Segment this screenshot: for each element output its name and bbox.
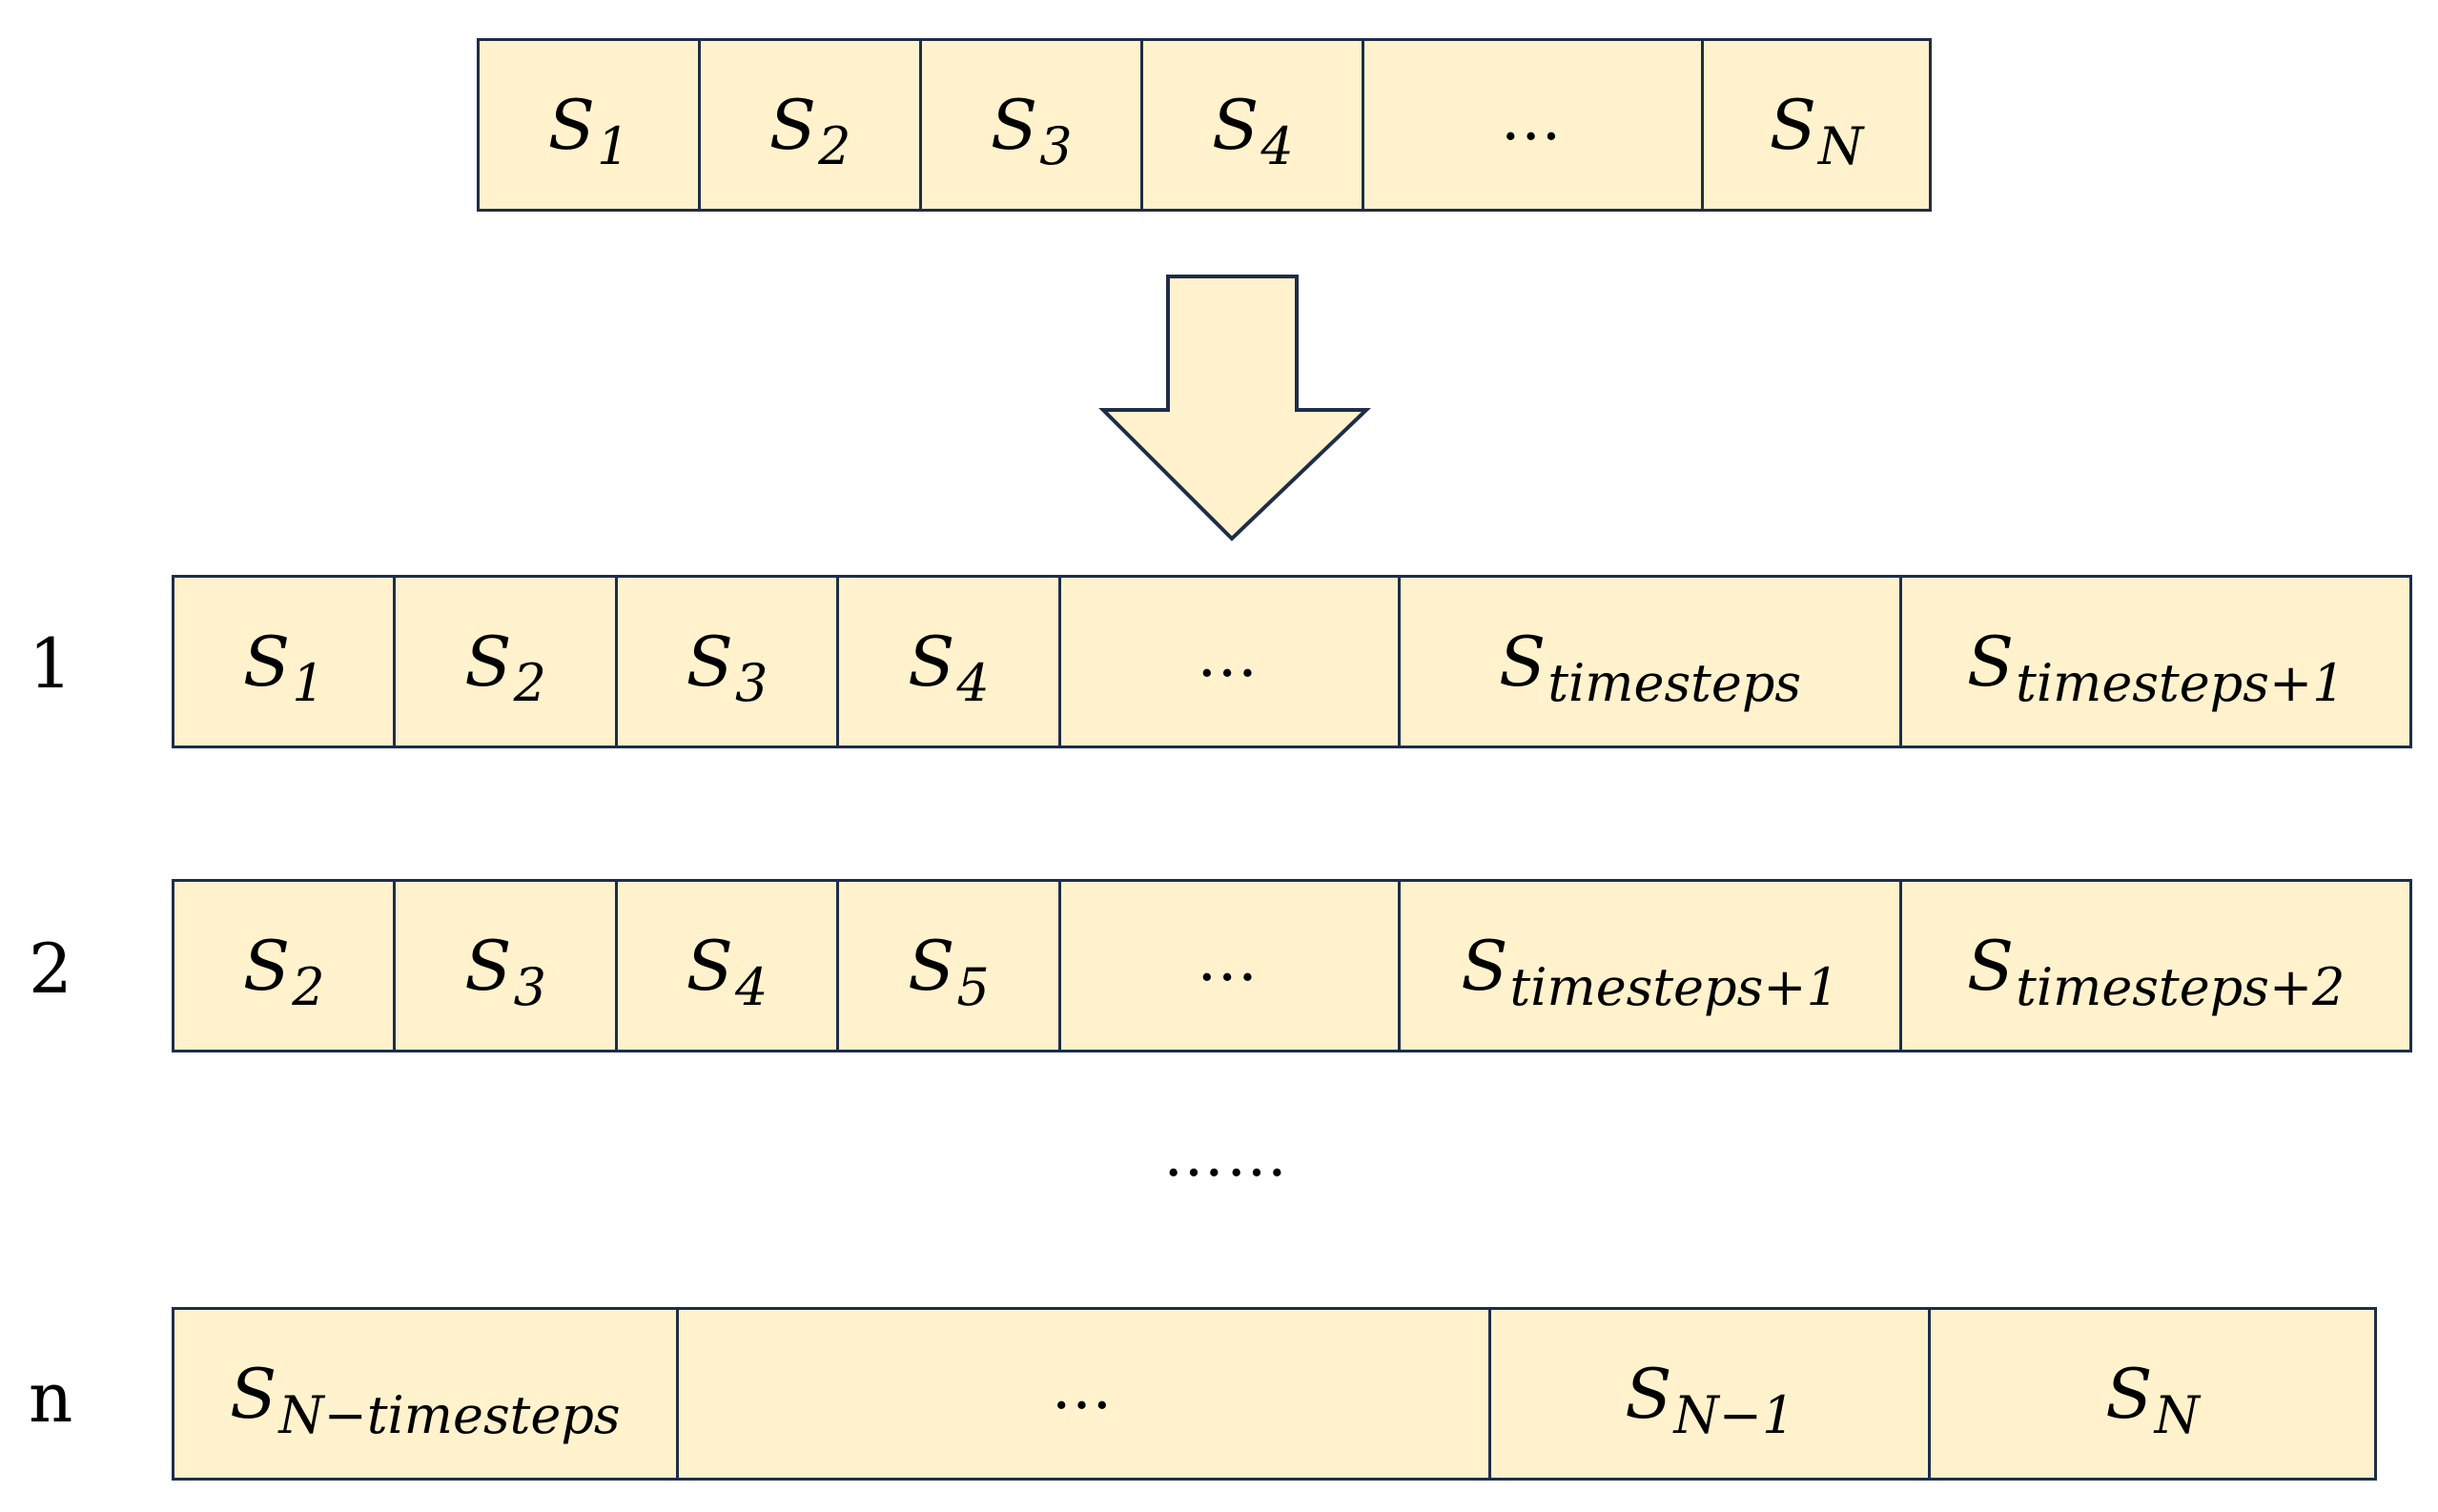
state-subscript: 3 <box>1039 116 1073 176</box>
state-subscript: timesteps+1 <box>2016 653 2346 713</box>
state-base: S <box>242 622 291 702</box>
state-symbol: Stimesteps+1 <box>1461 931 1839 1013</box>
state-symbol: S3 <box>686 627 768 709</box>
state-subscript: 2 <box>818 116 851 176</box>
ellipsis-cell: … <box>1061 882 1401 1050</box>
ellipsis-text: … <box>1051 1353 1117 1423</box>
window-label-n: n <box>29 1358 73 1438</box>
state-subscript: 4 <box>1260 116 1294 176</box>
state-subscript: 2 <box>513 653 546 713</box>
ellipsis-text: … <box>1197 925 1262 995</box>
state-symbol: Stimesteps <box>1499 627 1801 709</box>
sequence-cell: Stimesteps+1 <box>1902 578 2409 746</box>
state-symbol: S1 <box>548 91 630 173</box>
ellipsis-cell: … <box>679 1310 1492 1478</box>
sequence-cell: Stimesteps+1 <box>1401 882 1903 1050</box>
state-symbol: Stimesteps+1 <box>1967 627 2346 709</box>
state-subscript: N <box>2154 1385 2200 1445</box>
down-arrow-icon <box>1098 275 1371 541</box>
sequence-cell: S1 <box>480 41 702 209</box>
state-subscript: timesteps+1 <box>1509 957 1839 1017</box>
sequence-cell: S2 <box>174 882 397 1050</box>
ellipsis-cell: … <box>1364 41 1704 209</box>
ellipsis-text: … <box>1500 84 1566 154</box>
state-base: S <box>464 926 512 1006</box>
state-subscript: 5 <box>956 957 990 1017</box>
sequence-cell: S3 <box>396 882 618 1050</box>
sequence-cell: S1 <box>174 578 397 746</box>
state-base: S <box>768 85 817 165</box>
sequence-cell: S2 <box>701 41 923 209</box>
sequence-cell: Stimesteps <box>1401 578 1903 746</box>
state-base: S <box>1769 85 1817 165</box>
state-symbol: S2 <box>243 931 325 1013</box>
state-subscript: N−timesteps <box>278 1385 621 1445</box>
sequence-cell: SN <box>1704 41 1929 209</box>
state-subscript: 1 <box>292 653 325 713</box>
state-symbol: SN−1 <box>1625 1359 1794 1441</box>
state-symbol: S4 <box>686 931 768 1013</box>
state-symbol: SN <box>1770 91 1864 173</box>
sequence-cell: S4 <box>839 578 1061 746</box>
state-symbol: S3 <box>991 91 1073 173</box>
state-base: S <box>908 926 955 1006</box>
state-subscript: 4 <box>956 653 990 713</box>
state-base: S <box>1625 1354 1672 1434</box>
window-label-1: 1 <box>29 623 72 704</box>
state-subscript: 4 <box>735 957 768 1017</box>
state-subscript: N <box>1818 116 1864 176</box>
state-subscript: 1 <box>597 116 630 176</box>
sequence-cell: S5 <box>839 882 1061 1050</box>
sequence-cell: S2 <box>396 578 618 746</box>
state-base: S <box>464 622 512 702</box>
state-subscript: 2 <box>292 957 325 1017</box>
state-symbol: S4 <box>908 627 990 709</box>
sequence-cell: Stimesteps+2 <box>1902 882 2409 1050</box>
window-label-2: 2 <box>29 929 72 1009</box>
state-symbol: SN <box>2105 1359 2200 1441</box>
state-subscript: N−1 <box>1673 1385 1795 1445</box>
state-base: S <box>1498 622 1547 702</box>
sequence-cell: S3 <box>922 41 1144 209</box>
state-base: S <box>242 926 291 1006</box>
state-symbol: S4 <box>1212 91 1294 173</box>
state-symbol: S2 <box>769 91 851 173</box>
state-base: S <box>1211 85 1260 165</box>
state-subscript: 3 <box>735 653 768 713</box>
state-base: S <box>2105 1354 2153 1434</box>
ellipsis-text: … <box>1197 621 1262 691</box>
sequence-cell: SN <box>1931 1310 2374 1478</box>
state-base: S <box>686 926 733 1006</box>
sequence-cell: S4 <box>1143 41 1365 209</box>
state-symbol: S1 <box>243 627 325 709</box>
state-subscript: 3 <box>513 957 546 1017</box>
state-base: S <box>230 1354 277 1434</box>
state-symbol: S2 <box>464 627 546 709</box>
state-base: S <box>547 85 596 165</box>
sequence-cell: SN−timesteps <box>174 1310 679 1478</box>
state-base: S <box>1461 926 1508 1006</box>
state-symbol: S3 <box>464 931 546 1013</box>
state-base: S <box>908 622 955 702</box>
state-base: S <box>990 85 1038 165</box>
state-symbol: S5 <box>908 931 990 1013</box>
state-symbol: SN−timesteps <box>230 1359 621 1441</box>
state-subscript: timesteps <box>1547 653 1802 713</box>
ellipsis-cell: … <box>1061 578 1401 746</box>
sequence-cell: SN−1 <box>1491 1310 1932 1478</box>
state-base: S <box>1966 622 2015 702</box>
sequence-cell: S3 <box>618 578 840 746</box>
more-rows-ellipsis: …… <box>1163 1120 1289 1191</box>
state-subscript: timesteps+2 <box>2016 957 2346 1017</box>
sequence-cell: S4 <box>618 882 840 1050</box>
state-symbol: Stimesteps+2 <box>1967 931 2346 1013</box>
state-base: S <box>1966 926 2015 1006</box>
state-base: S <box>686 622 733 702</box>
